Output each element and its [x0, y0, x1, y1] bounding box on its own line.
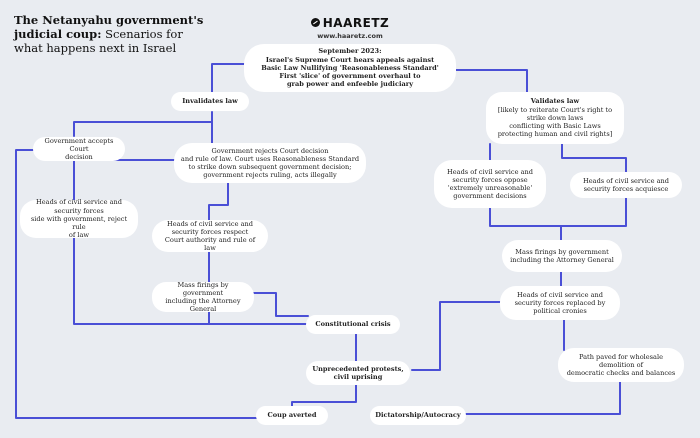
- node-gov-rejects: Government rejects Court decision and ru…: [174, 143, 366, 183]
- connector-rejects-heads-side: [73, 159, 179, 204]
- node-heads-respect-court: Heads of civil service and security forc…: [152, 220, 268, 252]
- node-mass-firings-left: Mass firings by government including the…: [152, 281, 254, 313]
- connector-firings-crisis-b: [251, 292, 309, 317]
- connector-invalidates-branches: [73, 111, 213, 137]
- node-heads-oppose: Heads of civil service and security forc…: [434, 160, 546, 208]
- connector-rejects-heads-respect: [208, 181, 229, 223]
- page-title-rest: Scenarios for what happens next in Israe…: [14, 26, 183, 55]
- node-unprecedented-protests: Unprecedented protests, civil uprising: [306, 361, 410, 385]
- connector-oppose-firings: [489, 207, 562, 241]
- connector-replaced-protests: [411, 301, 501, 371]
- node-root: September 2023: Israel's Supreme Court h…: [244, 44, 456, 92]
- connector-path-dictatorship: [463, 381, 621, 415]
- node-gov-accepts: Government accepts Court decision: [33, 137, 125, 161]
- page-title: The Netanyahu government's judicial coup…: [14, 13, 214, 55]
- node-dictatorship-autocracy: Dictatorship/Autocracy: [370, 406, 466, 425]
- node-coup-averted: Coup averted: [256, 406, 328, 425]
- connector-accepts-coup: [15, 149, 259, 419]
- node-constitutional-crisis: Constitutional crisis: [306, 315, 400, 334]
- node-invalidates-law: Invalidates law: [171, 92, 249, 111]
- brand-block: HAARETZ www.haaretz.com: [300, 12, 400, 40]
- brand-url: www.haaretz.com: [317, 32, 383, 40]
- connector-root-validates: [454, 69, 528, 95]
- node-validates-law: Validates law [likely to reiterate Court…: [486, 92, 624, 144]
- node-heads-replaced: Heads of civil service and security forc…: [500, 286, 620, 320]
- node-validates-law-title: Validates law: [530, 97, 580, 106]
- node-path-paved: Path paved for wholesale demolition of d…: [558, 348, 684, 382]
- page-title-bold: The Netanyahu government's judicial coup…: [14, 13, 204, 41]
- connector-root-invalidates: [211, 63, 246, 95]
- connector-heads-side-crisis: [73, 235, 309, 325]
- node-validates-law-sub: [likely to reiterate Court's right to st…: [497, 105, 613, 139]
- brand-name: HAARETZ: [310, 15, 390, 30]
- node-heads-side-with-government: Heads of civil service and security forc…: [20, 198, 138, 239]
- connector-acquiesce-firings: [560, 197, 627, 227]
- haaretz-logo-icon: [310, 18, 320, 27]
- node-mass-firings-right: Mass firings by government including the…: [502, 240, 622, 272]
- brand-label: HAARETZ: [322, 15, 390, 30]
- connector-validates-acquiesce: [561, 143, 627, 173]
- node-heads-acquiesce: Heads of civil service and security forc…: [570, 172, 682, 198]
